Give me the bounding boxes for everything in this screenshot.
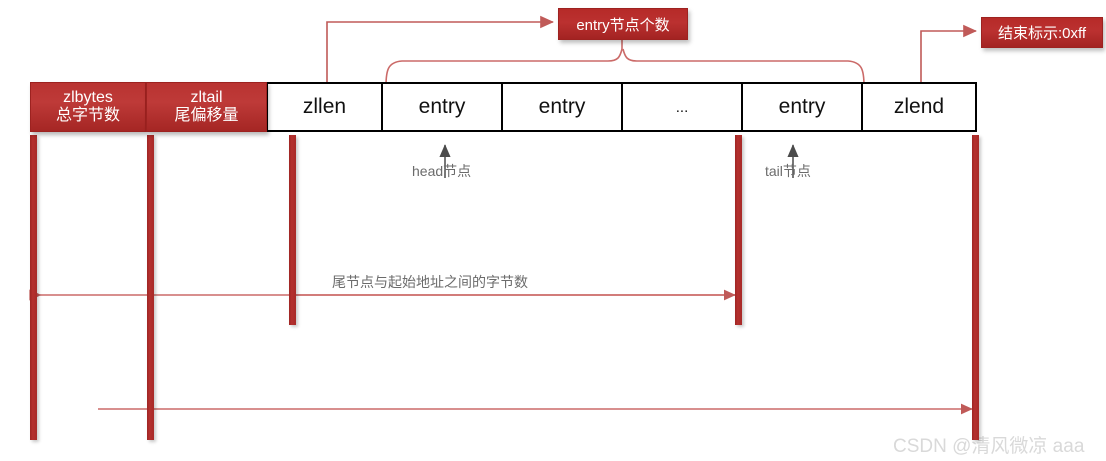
cell-entry-ellipsis: ... (622, 82, 742, 132)
watermark-label: CSDN @清风微凉 aaa (893, 436, 1085, 457)
tail-node-note: tail节点 (765, 161, 811, 181)
tail-entry-guide-rule (735, 135, 742, 325)
zlbytes-guide-rule (30, 135, 37, 440)
cell-zlbytes-label-line1: zlbytes (63, 89, 113, 107)
zlend-to-end-marker-connector (920, 24, 977, 83)
cell-entry-2-label: entry (538, 95, 586, 118)
cell-zltail: zltail 尾偏移量 (146, 82, 267, 132)
tail-offset-note-label: 尾节点与起始地址之间的字节数 (332, 274, 528, 290)
cell-zlend: zlend (862, 82, 977, 132)
cell-zllen-label: zllen (302, 95, 347, 118)
cell-zlbytes-label-line2: 总字节数 (55, 107, 120, 124)
entry-count-callout: entry节点个数 (558, 8, 688, 40)
cell-entry-head-label: entry (418, 95, 466, 118)
cell-entry-tail-label: entry (778, 95, 826, 118)
zlend-guide-rule (972, 135, 979, 440)
cell-zllen: zllen (267, 82, 382, 132)
head-node-note-label: head节点 (412, 163, 472, 179)
zllen-guide-rule (289, 135, 296, 325)
cell-zlend-label: zlend (893, 95, 945, 118)
cell-entry-ellipsis-label: ... (675, 98, 689, 116)
end-marker-callout: 结束标示:0xff (981, 17, 1103, 48)
cell-zltail-label-line2: 尾偏移量 (174, 107, 239, 124)
ziplist-structure-row: zlbytes 总字节数 zltail 尾偏移量 zllen entry ent… (30, 82, 977, 132)
watermark: CSDN @清风微凉 aaa (893, 431, 1084, 458)
entry-count-callout-label: entry节点个数 (576, 16, 670, 34)
entries-brace (385, 40, 865, 87)
end-marker-callout-label: 结束标示:0xff (997, 25, 1087, 42)
tail-node-note-label: tail节点 (765, 163, 811, 179)
zllen-to-entry-count-connector (326, 15, 554, 83)
head-node-note: head节点 (412, 161, 471, 181)
cell-zlbytes: zlbytes 总字节数 (30, 82, 146, 132)
cell-entry-tail: entry (742, 82, 862, 132)
cell-entry-2: entry (502, 82, 622, 132)
tail-offset-note: 尾节点与起始地址之间的字节数 (332, 272, 528, 292)
cell-zltail-label-line1: zltail (190, 89, 223, 107)
zltail-guide-rule (147, 135, 154, 440)
cell-entry-head: entry (382, 82, 502, 132)
